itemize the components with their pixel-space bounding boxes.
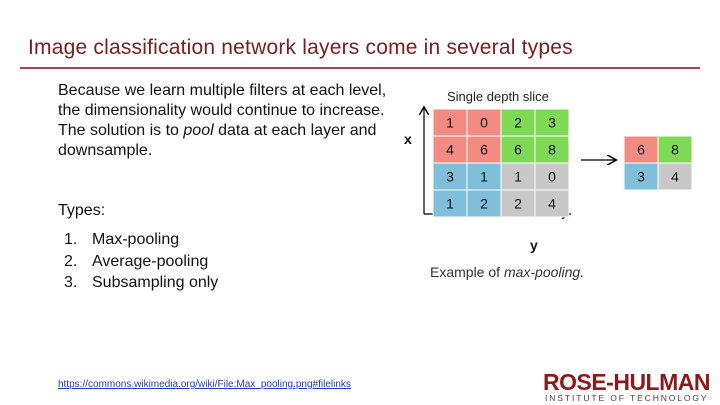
list-item-number: 3. — [64, 274, 78, 291]
y-axis-label: y — [530, 237, 538, 253]
logo-wordmark: ROSE-HULMAN — [543, 369, 711, 395]
output-grid-cell — [657, 162, 693, 191]
list-item: 3. Subsampling only — [64, 272, 218, 294]
input-grid-cell-value: 0 — [548, 169, 556, 185]
input-grid-cell — [500, 162, 536, 191]
input-grid-cell-value: 4 — [548, 196, 556, 212]
input-grid-cell — [500, 135, 536, 164]
input-grid-cell — [432, 135, 468, 164]
logo-tagline: INSTITUTE OF TECHNOLOGY — [545, 393, 709, 403]
body-paragraph: Because we learn multiple filters at eac… — [58, 81, 388, 161]
input-grid-cell-value: 2 — [480, 196, 488, 212]
slide-title: Image classification network layers come… — [28, 36, 573, 59]
input-grid-cell-value: 2 — [514, 196, 522, 212]
input-grid: 1 0 2 3 4 6 6 8 3 1 1 0 1 2 2 4 — [432, 108, 570, 218]
output-grid-cell — [657, 135, 693, 164]
input-grid-cell-value: 8 — [548, 142, 556, 158]
diagram-caption: Example of max-pooling. — [430, 264, 584, 280]
output-grid-cell — [623, 162, 659, 191]
input-grid-cell-value: 4 — [446, 142, 454, 158]
list-item-number: 1. — [64, 231, 78, 248]
list-item: 1. Max-pooling — [64, 229, 218, 251]
diagram-title: Single depth slice — [447, 89, 549, 104]
body-text-part1: Because we learn multiple filters at eac… — [58, 82, 387, 139]
input-grid-cell-value: 1 — [446, 115, 454, 131]
input-grid-cell-value: 0 — [480, 115, 488, 131]
input-grid-cell-value: 1 — [446, 196, 454, 212]
input-grid-cell — [432, 189, 468, 218]
list-item-label: Max-pooling — [92, 231, 180, 248]
body-text-emphasis: pool — [183, 122, 214, 139]
list-item-label: Subsampling only — [92, 274, 219, 291]
x-axis-label: x — [404, 131, 412, 147]
output-grid: 6 8 3 4 — [623, 135, 693, 191]
input-grid-cell-value: 3 — [446, 169, 454, 185]
input-grid-cell-value: 6 — [480, 142, 488, 158]
input-grid-cell — [534, 189, 570, 218]
input-grid-cell-value: 3 — [548, 115, 556, 131]
output-grid-cell-value: 6 — [637, 142, 645, 158]
output-grid-cell-value: 4 — [671, 169, 679, 185]
rose-hulman-logo: ROSE-HULMAN INSTITUTE OF TECHNOLOGY — [543, 369, 719, 404]
output-grid-cell-value: 8 — [671, 142, 679, 158]
list-item: 2. Average-pooling — [64, 251, 218, 273]
input-grid-cell-value: 2 — [514, 115, 522, 131]
caption-prefix: Example of — [430, 264, 504, 280]
input-grid-cell-value: 6 — [514, 142, 522, 158]
list-item-number: 2. — [64, 252, 78, 270]
caption-emphasis: max-pooling. — [503, 264, 585, 280]
input-grid-cell — [534, 162, 570, 191]
input-grid-cell — [466, 135, 502, 164]
source-link[interactable]: https://commons.wikimedia.org/wiki/File:… — [58, 379, 351, 390]
title-divider — [20, 67, 700, 69]
input-grid-cell — [432, 162, 468, 191]
list-item-label: Average-pooling — [92, 252, 209, 270]
types-heading: Types: — [58, 202, 106, 219]
input-grid-cell-value: 1 — [514, 169, 522, 185]
input-grid-cell — [534, 108, 570, 137]
input-grid-cell-value: 1 — [480, 169, 488, 185]
body-text-part2: data at each layer and downsample. — [58, 122, 377, 159]
types-list: 1. Max-pooling 2. Average-pooling 3. Subsam… — [64, 229, 218, 294]
output-grid-cell-value: 3 — [637, 169, 645, 185]
